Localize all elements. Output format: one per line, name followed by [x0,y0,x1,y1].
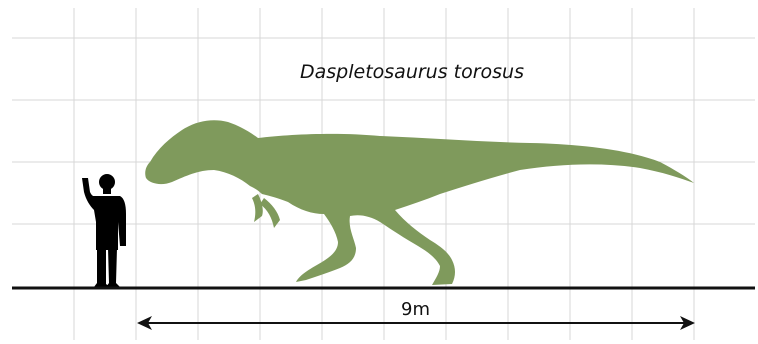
human-silhouette-icon [82,174,126,287]
dinosaur-silhouette-icon [145,120,694,285]
length-label: 9m [401,299,430,320]
species-title: Daspletosaurus torosus [300,61,524,83]
